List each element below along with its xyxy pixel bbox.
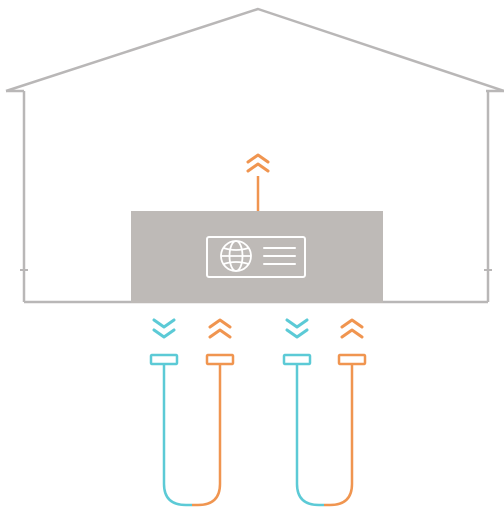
chevron-double-down-icon <box>152 318 176 339</box>
chevron-double-up-icon <box>340 318 364 339</box>
panel-lines <box>263 247 296 265</box>
globe-icon <box>220 240 252 272</box>
house-roof <box>5 7 504 93</box>
loop-2-warm-pipe <box>324 364 354 507</box>
loop-1-warm-pipe <box>192 364 222 507</box>
loop-1-cold-connector <box>149 353 179 366</box>
chevron-double-up-icon <box>246 153 270 173</box>
loop-2-warm-connector <box>337 353 367 366</box>
ground-loop-1 <box>149 318 235 507</box>
loop-1-cold-pipe <box>162 364 192 507</box>
chevron-double-up-icon <box>208 318 232 339</box>
loop-2-cold-pipe <box>295 364 324 507</box>
heat-output-arrow <box>246 153 270 211</box>
loop-2-cold-connector <box>282 353 312 366</box>
loop-1-warm-connector <box>205 353 235 366</box>
chevron-double-down-icon <box>285 318 309 339</box>
heat-pump-body <box>131 211 383 303</box>
ground-loop-2 <box>282 318 367 507</box>
unit-control-panel <box>206 236 306 278</box>
heat-pump-unit <box>131 211 383 303</box>
